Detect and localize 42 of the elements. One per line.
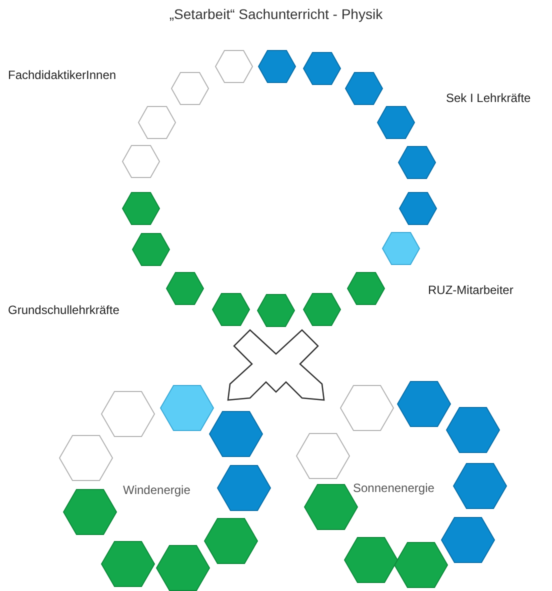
hexagon-tile (347, 272, 385, 304)
hexagon-tile (377, 106, 415, 138)
group-label: RUZ-Mitarbeiter (428, 283, 514, 297)
group-label: Sek I Lehrkräfte (446, 91, 531, 105)
hexagon-tile (345, 72, 383, 104)
hexagon-tile (209, 411, 263, 457)
hexagon-tile (171, 72, 209, 104)
hexagon-tile (204, 518, 258, 564)
hexagon-tile (138, 106, 176, 138)
cluster-label: Windenergie (123, 483, 190, 497)
hexagon-tile (397, 381, 451, 427)
hexagon-tile (441, 517, 495, 563)
hexagon-tile (303, 292, 341, 326)
hexagon-tile (101, 541, 155, 587)
hexagon-tile (257, 294, 295, 326)
hexagon-tile (344, 537, 398, 583)
hexagon-tile (122, 144, 160, 178)
cluster-label: Sonnenenergie (353, 481, 434, 495)
hexagon-tile (446, 407, 500, 453)
hexagon-tile (166, 272, 204, 304)
hexagon-tile (63, 489, 117, 535)
hexagon-tile (394, 542, 448, 588)
hexagon-tile (296, 433, 350, 479)
hexagon-tile (59, 435, 113, 481)
hexagon-tile (258, 50, 296, 82)
hexagon-tile (398, 146, 436, 178)
title: „Setarbeit“ Sachunterricht - Physik (168, 6, 384, 22)
hexagon-tile (303, 52, 341, 84)
hexagon-tile (217, 465, 271, 511)
hexagon-tile (160, 385, 214, 431)
hexagon-tile (399, 192, 437, 224)
hexagon-tile (215, 50, 253, 82)
hexagon-tile (156, 545, 210, 591)
group-label: FachdidaktikerInnen (8, 68, 116, 82)
hexagon-tile (101, 391, 155, 437)
hexagon-tile (132, 232, 170, 266)
hexagon-tile (382, 232, 420, 264)
hexagon-tile (453, 463, 507, 509)
group-label: Grundschullehrkräfte (8, 303, 120, 317)
hexagon-tile (212, 292, 250, 326)
hexagon-tile (340, 385, 394, 431)
hexagon-tile (122, 192, 160, 224)
